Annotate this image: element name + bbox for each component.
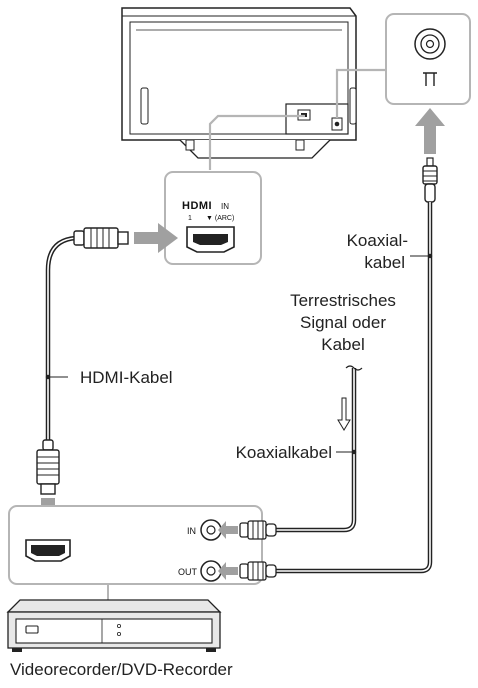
hdmi-cable: [36, 227, 129, 495]
recorder-out-label: OUT: [178, 567, 198, 577]
terrestrial-label-line3: Kabel: [321, 335, 364, 354]
hdmi-logo: HDMI: [182, 200, 212, 212]
coax-top-label-line1: Koaxial-: [347, 231, 408, 250]
coax-cable-signal: [276, 365, 363, 533]
antenna-callout-line: [335, 68, 386, 118]
recorder-display-icon: [25, 625, 39, 634]
coax-plug-out: [239, 561, 277, 581]
recorder-device: [6, 599, 222, 652]
device-label: Videorecorder/DVD-Recorder: [10, 660, 233, 679]
coax-top-label-line2: kabel: [364, 253, 405, 272]
antenna-symbol-icon: [423, 72, 437, 86]
hdmi-callout-line: [208, 114, 305, 170]
arrow-to-tv-hdmi: [134, 223, 178, 253]
coax-bottom-label: Koaxialkabel: [236, 443, 332, 462]
tv-back: [121, 7, 357, 159]
recorder-in-label: IN: [187, 526, 196, 536]
arrow-to-antenna: [415, 108, 445, 154]
coax-cable-antenna: [276, 157, 438, 574]
coax-plug-in: [239, 520, 277, 540]
antenna-port-panel: [385, 13, 471, 105]
hdmi-port-number: 1: [188, 215, 192, 222]
hdmi-port-panel: HDMI IN 1 ▼ (ARC): [164, 171, 262, 265]
terrestrial-label-line2: Signal oder: [300, 313, 386, 332]
signal-arrow-icon: [337, 397, 351, 431]
hdmi-cable-label: HDMI-Kabel: [80, 368, 173, 387]
recorder-port-panel: IN OUT: [8, 505, 263, 585]
terrestrial-label-line1: Terrestrisches: [290, 291, 396, 310]
hdmi-arc-label: ▼ (ARC): [206, 215, 234, 222]
arrow-to-out-port: [218, 562, 238, 580]
arrow-to-in-port: [218, 521, 238, 539]
hdmi-in-label: IN: [221, 202, 229, 211]
